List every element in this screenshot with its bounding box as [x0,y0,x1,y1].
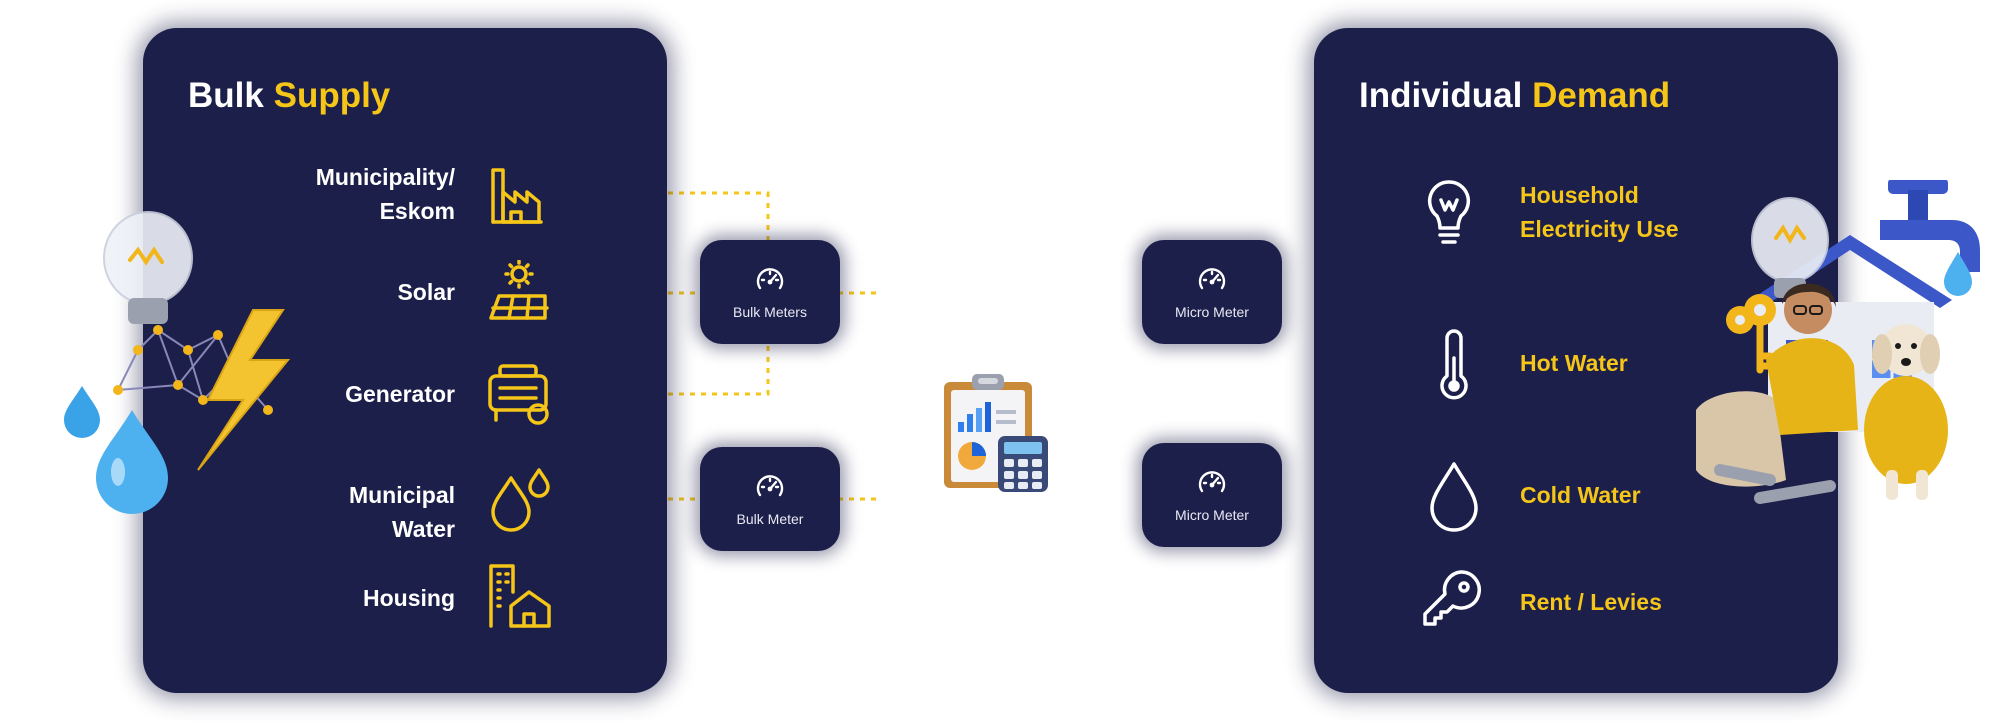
micro-meter-bottom-label: Micro Meter [1175,507,1249,523]
water-drops-icon [491,468,550,532]
house-person-dog-illustration [1696,180,1980,504]
key-icon [1423,570,1481,626]
gauge-icon [756,475,784,497]
bulb-lightning-water-illustration [64,211,291,514]
bulk-meter-label: Bulk Meter [736,511,804,527]
solar-panel-icon [489,260,549,320]
title-highlight: Supply [273,76,391,115]
supply-label-utility: Municipality/Eskom [316,160,455,228]
micro-meter-bottom-box: Micro Meter [1142,443,1282,547]
gauge-icon [1198,268,1226,290]
supply-label-generator: Generator [345,381,455,407]
light-bulb-icon [1427,180,1471,244]
supply-label-solar: Solar [397,279,455,305]
label-line: Municipality/ [315,164,455,190]
gauge-icon [1198,471,1226,493]
demand-label-hot-water: Hot Water [1520,350,1628,376]
generator-icon [488,364,549,425]
demand-label-rent-levies: Rent / Levies [1520,589,1662,615]
water-drop-icon [1430,462,1478,532]
bulk-supply-title: Bulk Supply [188,76,390,116]
label-line: Electricity Use [1520,216,1679,242]
title-plain: Bulk [188,76,264,115]
demand-label-cold-water: Cold Water [1520,482,1641,508]
bulk-meters-label: Bulk Meters [733,304,807,320]
report-calculator-icon [944,374,1048,492]
housing-icon [489,564,551,628]
individual-demand-title: Individual Demand [1359,76,1670,116]
micro-meter-top-box: Micro Meter [1142,240,1282,344]
label-line: Water [391,516,455,542]
gauge-icon [756,268,784,290]
label-line: Household [1520,182,1639,208]
supply-label-housing: Housing [363,585,455,611]
micro-meter-top-label: Micro Meter [1175,304,1249,320]
title-highlight: Demand [1532,76,1671,115]
title-plain: Individual [1359,76,1523,115]
label-line: Eskom [379,198,455,224]
bulk-meter-box: Bulk Meter [700,447,840,551]
label-line: Municipal [348,482,455,508]
thermometer-icon [1440,329,1468,400]
bulk-meters-box: Bulk Meters [700,240,840,344]
factory-icon [491,168,543,224]
